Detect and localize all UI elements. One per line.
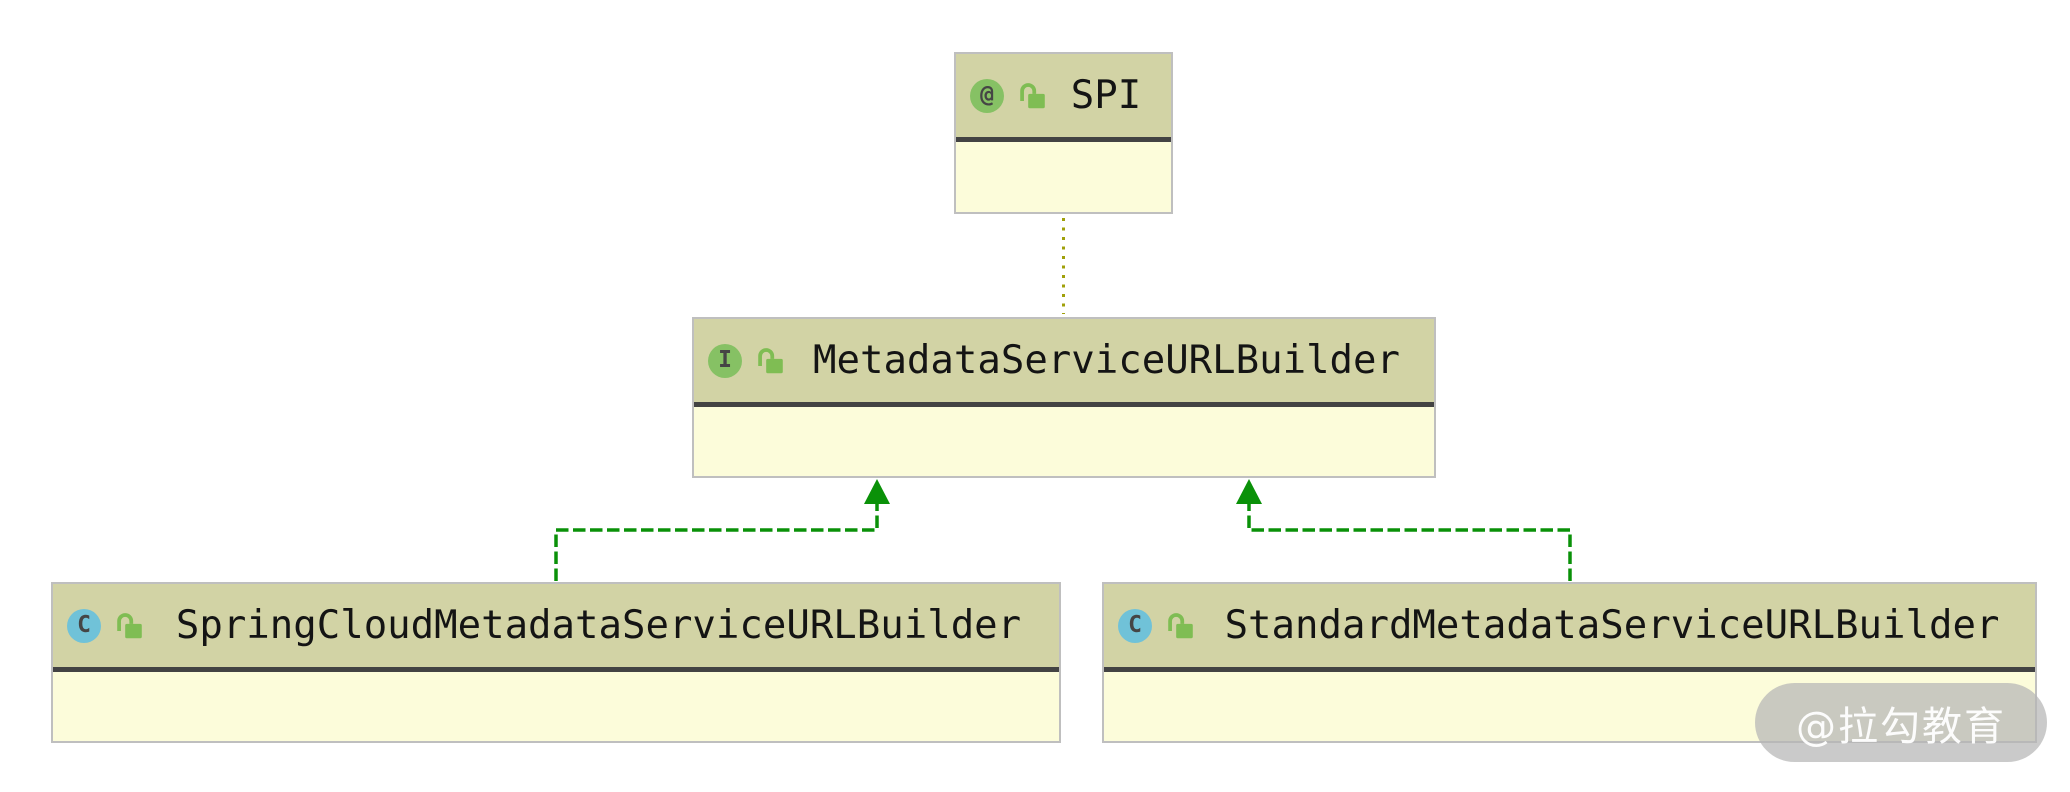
uml-node-metadata-service-url-builder[interactable]: I MetadataServiceURLBuilder — [692, 317, 1436, 478]
implements-arrowhead-icon — [864, 479, 890, 504]
uml-node-spi[interactable]: @ SPI — [954, 52, 1173, 214]
annotation-badge-icon: @ — [970, 78, 1004, 113]
uml-node-spring-cloud-metadata-service-url-builder[interactable]: C SpringCloudMetadataServiceURLBuilder — [51, 582, 1061, 743]
node-title: SPI — [1070, 73, 1142, 118]
implements-edge-right — [1236, 479, 1572, 581]
node-body — [694, 407, 1434, 476]
interface-badge-icon: I — [708, 343, 742, 378]
node-divider — [956, 137, 1171, 142]
implements-arrowhead-icon — [1236, 479, 1262, 504]
node-header: C SpringCloudMetadataServiceURLBuilder — [53, 584, 1059, 667]
node-header: I MetadataServiceURLBuilder — [694, 319, 1434, 402]
class-badge-icon: C — [67, 608, 101, 643]
unlock-icon — [1020, 83, 1045, 109]
node-title: SpringCloudMetadataServiceURLBuilder — [175, 603, 1022, 648]
implements-edge-left — [554, 479, 890, 581]
node-divider — [694, 402, 1434, 407]
unlock-icon — [758, 348, 783, 374]
node-body — [956, 142, 1171, 212]
unlock-icon — [117, 613, 142, 639]
watermark-badge: @拉勾教育 — [1755, 683, 2047, 762]
node-title: MetadataServiceURLBuilder — [813, 338, 1400, 383]
node-title: StandardMetadataServiceURLBuilder — [1224, 603, 2000, 648]
node-header: @ SPI — [956, 54, 1171, 137]
node-divider — [53, 667, 1059, 672]
node-body — [53, 672, 1059, 741]
unlock-icon — [1168, 613, 1193, 639]
node-divider — [1104, 667, 2035, 672]
node-header: C StandardMetadataServiceURLBuilder — [1104, 584, 2035, 667]
class-badge-icon: C — [1118, 608, 1152, 643]
